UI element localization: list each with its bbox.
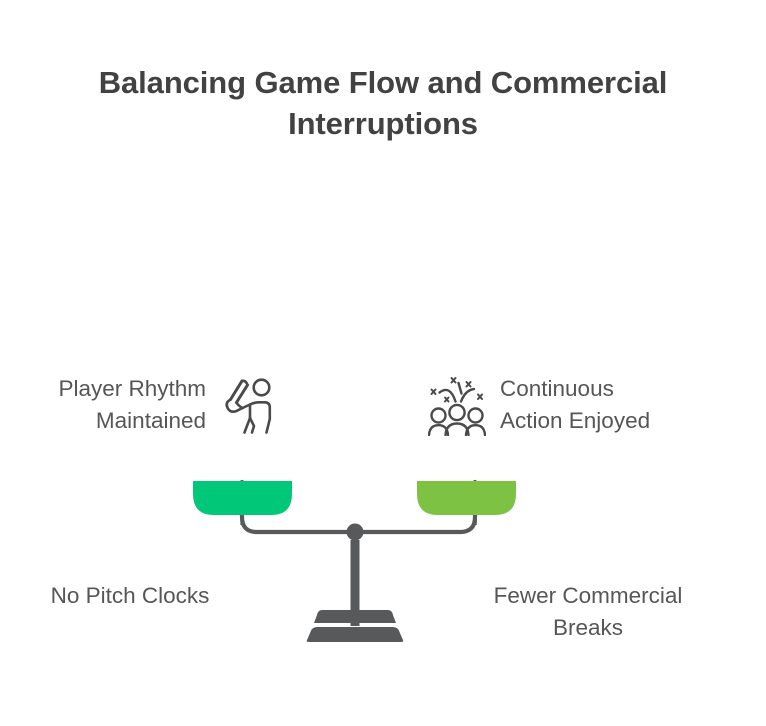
right-pan-label: Continuous Action Enjoyed — [500, 373, 650, 437]
baseball-batter-icon — [225, 378, 272, 434]
right-base-label-line2: Breaks — [552, 614, 624, 640]
right-base-label-line1: Fewer Commercial — [493, 583, 683, 608]
left-pan-label: Player Rhythm Maintained — [58, 373, 206, 437]
right-pan-hanger — [473, 515, 477, 525]
scale-base-upper — [314, 610, 396, 623]
cheering-crowd-icon — [428, 376, 486, 436]
right-pan-annotation: Continuous Action Enjoyed — [428, 373, 750, 437]
left-pan-label-line2: Maintained — [95, 407, 206, 433]
left-pan-annotation: Player Rhythm Maintained — [16, 373, 278, 437]
right-pan-label-line1: Continuous — [500, 376, 614, 401]
right-pan-label-line2: Action Enjoyed — [500, 407, 651, 433]
scale-base-lower — [306, 627, 404, 642]
scale-stand — [350, 540, 360, 626]
right-pan — [417, 481, 516, 515]
right-base-label: Fewer Commercial Breaks — [448, 580, 728, 644]
left-pan-label-line1: Player Rhythm — [58, 376, 206, 401]
balance-scale — [193, 479, 516, 642]
left-pan-hanger — [240, 515, 244, 525]
left-pan — [193, 481, 292, 515]
left-base-label: No Pitch Clocks — [50, 583, 210, 608]
page-title: Balancing Game Flow and Commercial Inter… — [98, 65, 668, 142]
fulcrum-pivot — [346, 523, 364, 541]
